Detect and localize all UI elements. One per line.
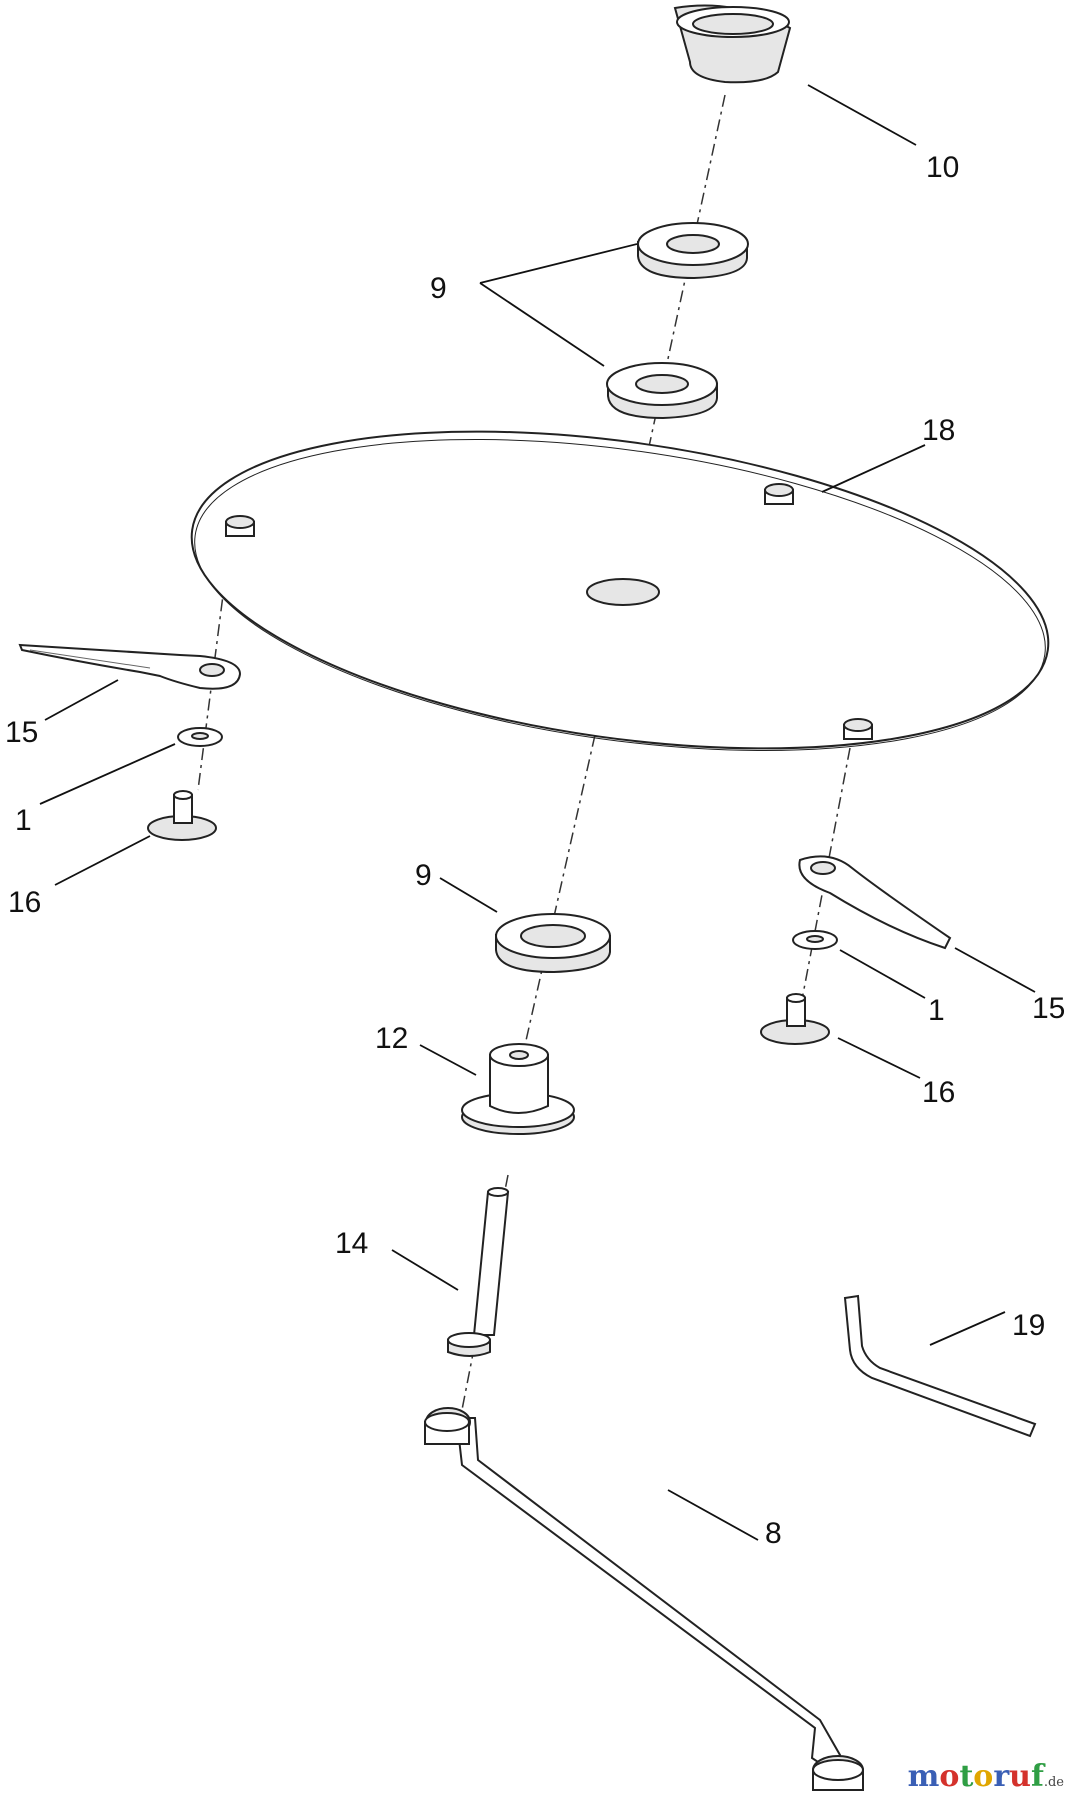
part-1-washer-left bbox=[177, 727, 223, 747]
watermark-letter: m bbox=[907, 1759, 940, 1794]
watermark-letter: f bbox=[1030, 1759, 1044, 1794]
callout-labels: 10 9 18 15 1 16 9 15 1 16 12 14 19 8 bbox=[5, 151, 1065, 1550]
part-15-blade-left bbox=[18, 643, 242, 690]
part-1-washer-right bbox=[792, 930, 838, 950]
part-15-blade-right bbox=[798, 855, 952, 950]
watermark-letter: u bbox=[1009, 1759, 1031, 1794]
part-8-wrench bbox=[424, 1407, 864, 1791]
disc-stud-left bbox=[225, 515, 255, 537]
disc-stud-right-top bbox=[764, 483, 794, 505]
part-19-hex-key bbox=[843, 1294, 1037, 1438]
callout-18: 18 bbox=[922, 414, 955, 447]
callout-16-right: 16 bbox=[922, 1076, 955, 1109]
part-16-bolt-right bbox=[760, 993, 830, 1045]
leader-lines bbox=[39, 84, 1036, 1541]
callout-16-left: 16 bbox=[8, 886, 41, 919]
callout-12: 12 bbox=[375, 1022, 408, 1055]
motoruf-watermark-logo: motoruf.de bbox=[908, 1759, 1064, 1794]
part-9-washer-upper bbox=[637, 222, 749, 280]
part-12-hub bbox=[461, 1043, 575, 1135]
part-18-disc bbox=[190, 430, 1050, 752]
watermark-letter: o bbox=[939, 1759, 960, 1794]
callout-9-bottom: 9 bbox=[415, 859, 432, 892]
disc-stud-right-bottom bbox=[843, 718, 873, 740]
callout-8: 8 bbox=[765, 1517, 782, 1550]
part-9-washer-bottom bbox=[495, 913, 611, 974]
callout-15-left: 15 bbox=[5, 716, 38, 749]
center-axis-lines bbox=[197, 94, 851, 1421]
part-10-cap bbox=[673, 4, 792, 84]
callout-1-right: 1 bbox=[928, 994, 945, 1027]
watermark-letter: o bbox=[973, 1759, 994, 1794]
callout-15-right: 15 bbox=[1032, 992, 1065, 1025]
watermark-suffix: .de bbox=[1043, 1775, 1064, 1790]
part-14-bolt bbox=[447, 1187, 510, 1357]
callout-10: 10 bbox=[926, 151, 959, 184]
callout-14: 14 bbox=[335, 1227, 368, 1260]
watermark-letter: t bbox=[959, 1759, 974, 1794]
callout-1-left: 1 bbox=[15, 804, 32, 837]
part-9-washer-lower bbox=[606, 362, 718, 420]
callout-9-top: 9 bbox=[430, 272, 447, 305]
part-16-bolt-left bbox=[147, 790, 217, 841]
watermark-letter: r bbox=[993, 1759, 1010, 1794]
callout-19: 19 bbox=[1012, 1309, 1045, 1342]
